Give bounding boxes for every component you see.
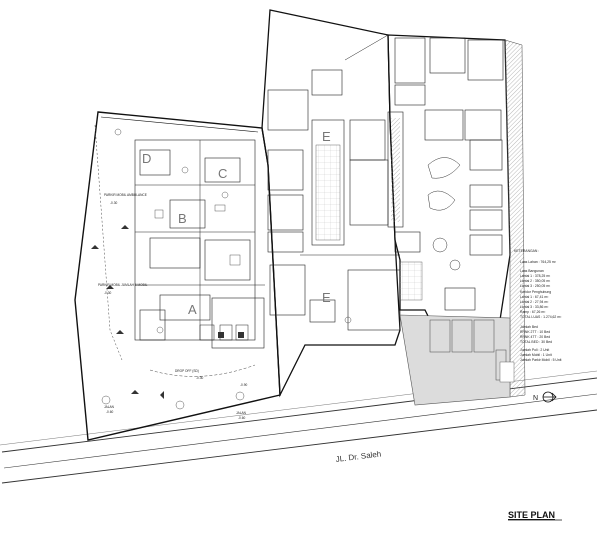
zone-label-c: C: [218, 166, 227, 181]
left-building-block: [74, 111, 281, 441]
legend-kor-lantai-2: Lantai 2 : 27,94 m²: [520, 300, 549, 304]
legend-jumlah-bed: Jumlah Bed: [520, 325, 538, 329]
legend: KETERANGAN : Luas Lahan : 764,25 m² Luas…: [514, 249, 562, 362]
north-arrow: N: [533, 391, 557, 403]
jalan-label-2: JALAN: [236, 411, 247, 415]
legend-bed-total: TOTAL BED : 30 Bed: [520, 340, 552, 344]
zone-label-e-upper: E: [322, 129, 331, 144]
legend-mobil: Jumlah Mobil : 1 Unit: [520, 353, 552, 357]
right-parking-area: [399, 314, 515, 406]
jalan-label-1: JALAN: [104, 405, 115, 409]
ambulance-parking-label: PARKIR MOBIL AMBULANCE: [104, 193, 147, 197]
drop-off-label: DROP OFF (SD): [175, 369, 199, 373]
level-label-3: -0.30: [196, 376, 203, 380]
legend-bed-2tt: RRNK 2TT : 10 Bed: [520, 330, 550, 334]
site-plan-title: SITE PLAN: [508, 510, 555, 520]
zone-label-b: B: [178, 211, 187, 226]
right-building-block: [387, 34, 526, 398]
legend-lantai-1: Lantai 1 : 378,25 m²: [520, 274, 551, 278]
legend-parkir-mobil: Jumlah Parkir Mobil : 5 Unit: [520, 358, 562, 362]
jalan-level-1: -0.60: [106, 410, 113, 414]
level-label-2: -0.30: [104, 291, 111, 295]
legend-kor-lantai-3: Lantai 3 : 33,86 m²: [520, 305, 549, 309]
legend-lantai-2: Lantai 2 : 350,05 m²: [520, 279, 551, 283]
legend-lantai-3: Lantai 3 : 250,05 m²: [520, 284, 551, 288]
road-name: JL. Dr. Saleh: [335, 449, 382, 464]
north-arrow-pointer-icon: [543, 392, 557, 402]
legend-total: TOTAL LUAS : 1.274,62 m²: [520, 315, 562, 319]
legend-bed-4tt: RRNK 4TT : 20 Bed: [520, 335, 550, 339]
level-label-1: -0.30: [110, 201, 117, 205]
level-label-4: -0.90: [240, 383, 247, 387]
legend-poli: Jumlah Poli : 2 Unit: [520, 348, 549, 352]
car-parking-label: PARKIR MOBIL JUMLAH 5 MOBIL: [98, 283, 148, 287]
jalan-level-2: -0.60: [238, 416, 245, 420]
zone-label-a: A: [188, 302, 197, 317]
legend-heading: KETERANGAN :: [514, 249, 539, 253]
legend-luas-lahan: Luas Lahan : 764,25 m²: [520, 260, 557, 264]
middle-building-block: [261, 9, 401, 398]
north-label: N: [533, 395, 538, 402]
legend-kor-lantai-1: Lantai 1 : 67,41 m²: [520, 295, 549, 299]
legend-ramp: Ramp : 67,26 m²: [520, 310, 546, 314]
zone-label-d: D: [142, 151, 151, 166]
legend-luas-bangunan: Luas Bangunan: [520, 269, 544, 273]
zone-label-e-lower: E: [322, 290, 331, 305]
legend-koridor: Koridor Penghubung: [520, 290, 551, 294]
